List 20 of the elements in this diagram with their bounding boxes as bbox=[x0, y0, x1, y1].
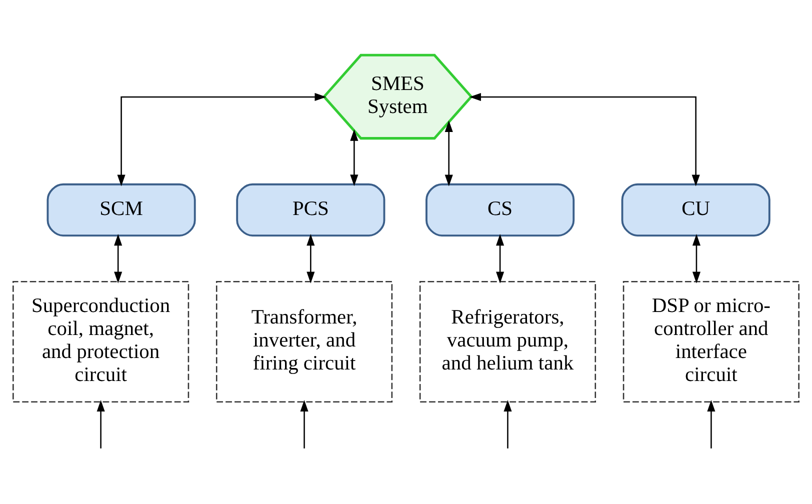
arrow bbox=[692, 234, 701, 284]
arrow bbox=[707, 400, 716, 448]
arrow bbox=[350, 129, 358, 186]
node-box: CS bbox=[426, 183, 575, 236]
arrow bbox=[469, 92, 700, 186]
arrow bbox=[300, 400, 308, 448]
arrow bbox=[117, 92, 326, 186]
node-box: Refrigerators, vacuum pump, and helium tank bbox=[419, 280, 596, 403]
node-box: DSP or micro-controller and interface circuit bbox=[622, 280, 800, 403]
arrow bbox=[504, 400, 512, 448]
arrow bbox=[444, 120, 453, 186]
arrow bbox=[306, 234, 315, 284]
node-box: SCM bbox=[46, 183, 196, 236]
arrow bbox=[114, 234, 122, 284]
arrow bbox=[96, 400, 105, 448]
node-box: Transformer, inverter, and firing circuit bbox=[216, 280, 393, 403]
arrow bbox=[496, 234, 504, 284]
node-box: CU bbox=[621, 183, 770, 236]
node-box: PCS bbox=[236, 183, 386, 236]
node-box: Superconduction coil, magnet, and protection circuit bbox=[12, 280, 190, 403]
